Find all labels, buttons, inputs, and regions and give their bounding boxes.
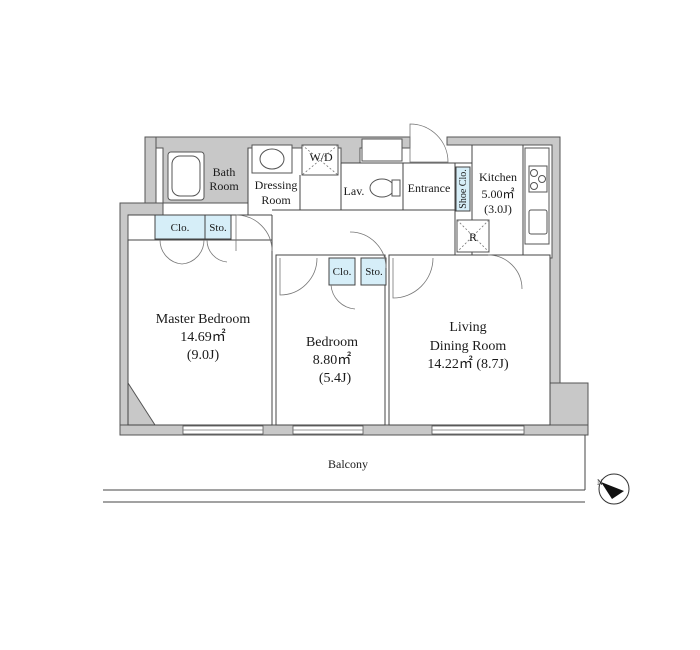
master-closet-label: Clo. [171, 222, 190, 234]
bedroom-name: Bedroom [306, 335, 358, 350]
entrance-label: Entrance [408, 181, 451, 195]
living-area: 14.22㎡ (8.7J) [427, 356, 509, 372]
door-swings [159, 123, 523, 310]
bedroom-jo: (5.4J) [319, 371, 352, 386]
living-label-2: Dining Room [430, 339, 507, 354]
balcony [103, 435, 586, 503]
dressing-label-2: Room [261, 193, 291, 207]
lav-label: Lav. [344, 184, 365, 198]
bathtub [167, 151, 205, 201]
refrigerator-label: R [469, 230, 477, 244]
interior-walls [127, 145, 551, 426]
living-label-1: Living [449, 320, 486, 335]
master-storage-label: Sto. [209, 222, 227, 234]
bath-label-1: Bath [213, 165, 236, 179]
bedroom-closet-label: Clo. [333, 266, 352, 278]
master-bedroom-name: Master Bedroom [156, 312, 251, 327]
shoe-closet-label: Shoe Clo. [458, 169, 469, 208]
dressing-label-1: Dressing [255, 178, 298, 192]
refrigerator-space [456, 219, 490, 253]
north-arrow-icon: N [597, 473, 630, 505]
compass-label: N [597, 478, 603, 487]
windows [182, 425, 525, 435]
bedroom-area: 8.80㎡ [313, 352, 352, 368]
kitchen-area: 5.00㎡ [481, 187, 514, 201]
washer-dryer-box [301, 144, 339, 176]
master-bedroom-area: 14.69㎡ [180, 329, 226, 345]
master-closets [154, 214, 232, 240]
kitchen-name: Kitchen [479, 170, 517, 184]
kitchen-jo: (3.0J) [484, 202, 512, 216]
wd-label: W/D [309, 150, 333, 164]
balcony-label: Balcony [328, 457, 368, 471]
toilet [361, 138, 403, 198]
bedroom-closets [328, 257, 387, 286]
bedroom-storage-label: Sto. [365, 266, 383, 278]
master-bedroom-jo: (9.0J) [187, 348, 220, 363]
kitchen-counter [524, 147, 550, 245]
shoe-closet [455, 166, 471, 212]
bath-label-2: Room [209, 179, 239, 193]
wash-basin [251, 144, 293, 174]
